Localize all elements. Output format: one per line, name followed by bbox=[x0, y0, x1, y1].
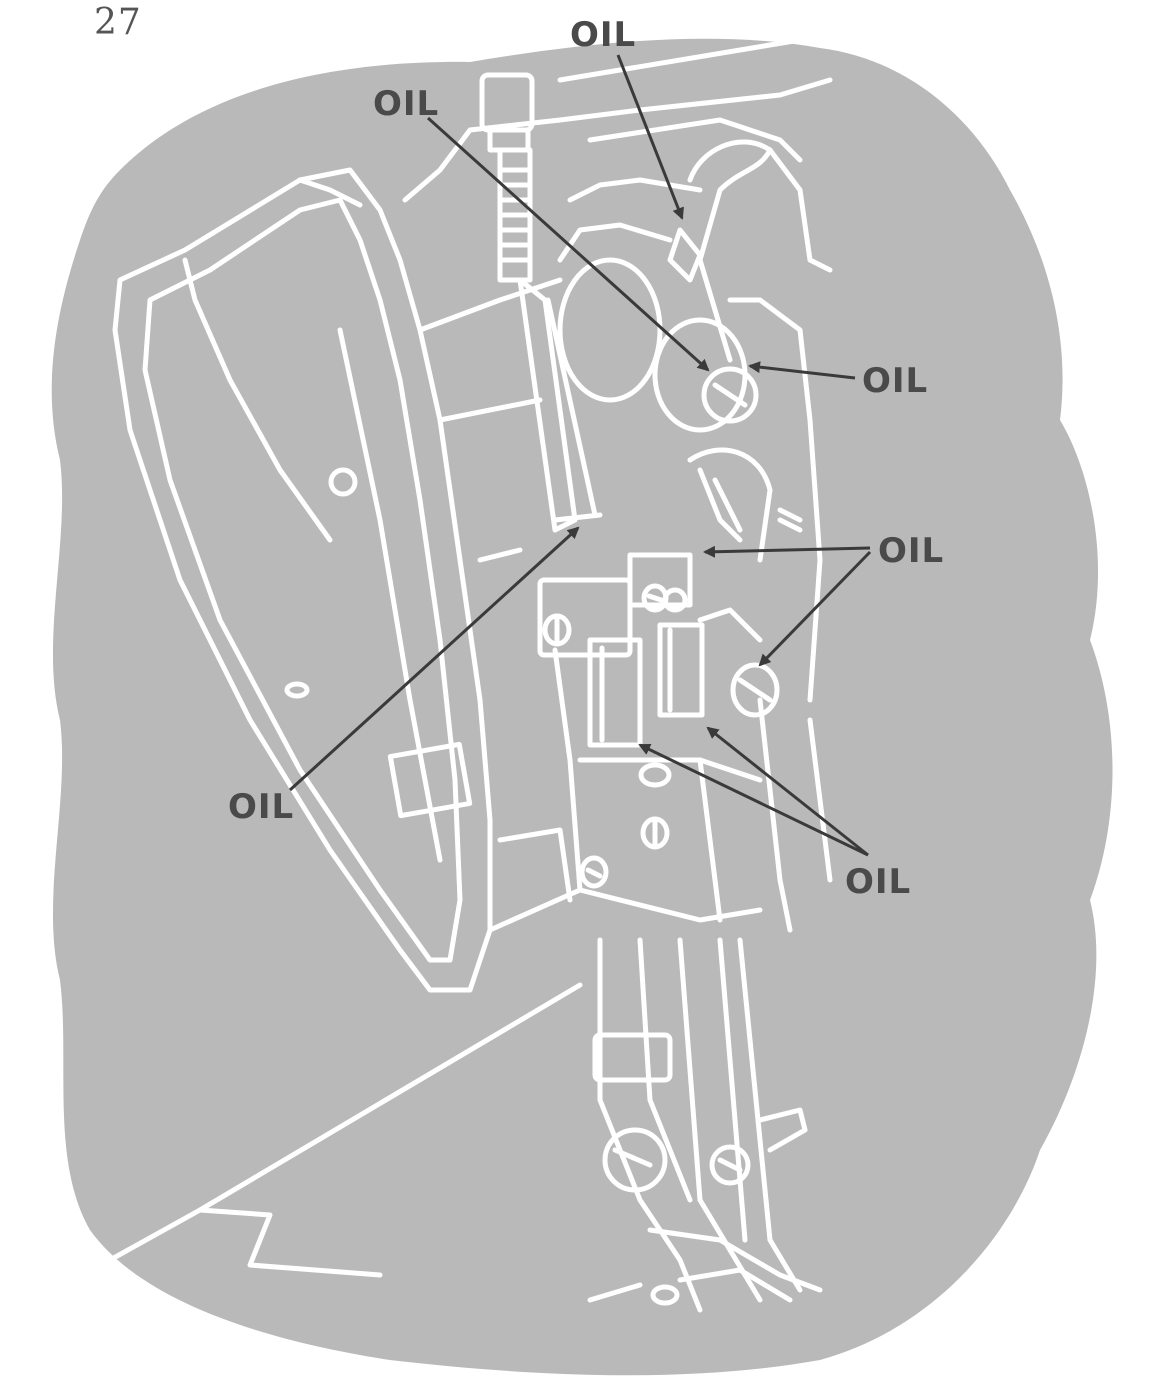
oil-label-right-lower: OIL bbox=[845, 862, 911, 902]
oil-label-upper-left: OIL bbox=[373, 84, 439, 124]
oil-label-right-upper: OIL bbox=[862, 361, 928, 401]
background-blob bbox=[52, 39, 1113, 1376]
oil-label-top: OIL bbox=[570, 15, 636, 55]
oil-label-left-lower: OIL bbox=[228, 787, 294, 827]
oil-label-right-middle: OIL bbox=[878, 531, 944, 571]
